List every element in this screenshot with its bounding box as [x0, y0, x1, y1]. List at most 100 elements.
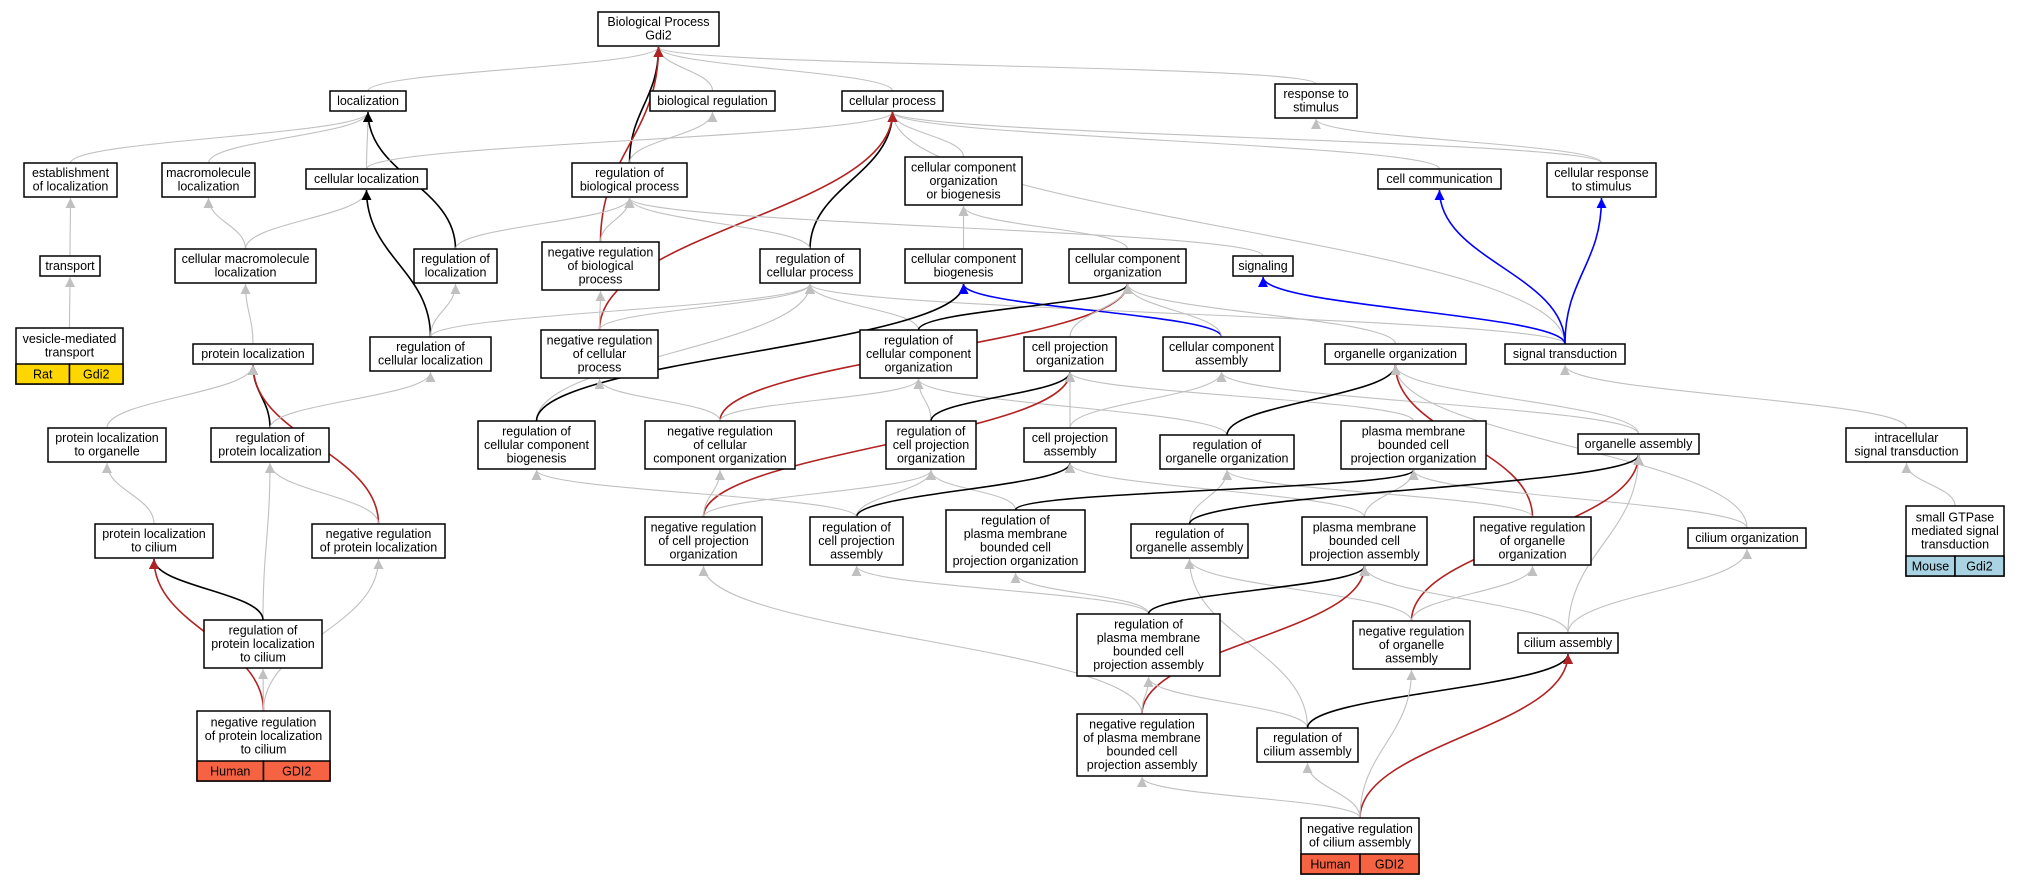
term-node-cp[interactable]: cellular process [841, 90, 944, 112]
term-label-line: Gdi2 [645, 29, 671, 43]
term-label-line: to stimulus [1572, 180, 1632, 194]
term-label-line: cellular response [1554, 166, 1649, 180]
edge-is-a-59 [1065, 371, 1415, 422]
term-label-line: negative regulation [1089, 718, 1195, 732]
term-node-sigtrans[interactable]: signal transduction [1504, 343, 1626, 365]
edge-regulates-47 [1258, 276, 1566, 345]
term-node-transport[interactable]: transport [39, 255, 101, 277]
annotation-label: GDI2 [282, 765, 311, 779]
term-label-line: negative regulation [1359, 624, 1465, 638]
term-box [1076, 613, 1221, 677]
term-node-cellcomm[interactable]: cell communication [1377, 168, 1502, 190]
annotation-label: Gdi2 [1966, 560, 1992, 574]
term-label-line: organization [897, 451, 965, 465]
term-node-cellloc[interactable]: cellular localization [305, 168, 428, 190]
term-label-line: cell projection [1032, 340, 1108, 354]
term-node-bioreg[interactable]: biological regulation [649, 90, 776, 112]
term-box [541, 241, 660, 291]
annotation-cell [1954, 555, 2005, 577]
edge-is-a-87 [531, 469, 858, 518]
edge-is-a-53 [719, 378, 924, 422]
term-box [1352, 620, 1471, 670]
term-label-line: cellular component [484, 438, 589, 452]
term-label-line: signal transduction [1854, 445, 1958, 459]
term-label-line: cilium organization [1695, 531, 1799, 545]
edge-is-a-84 [1901, 462, 1956, 507]
edge-is-a-35 [429, 283, 815, 338]
edge-is-a-73 [926, 469, 1017, 511]
edge-is-a-52 [594, 378, 721, 422]
term-label-line: organization [669, 547, 737, 561]
term-label-line: transport [45, 259, 95, 273]
term-node-protloc[interactable]: protein localization [192, 343, 314, 365]
edge-is-a-25 [624, 197, 811, 250]
term-label-line: bounded cell [1378, 438, 1449, 452]
term-node-loc[interactable]: localization [329, 90, 407, 112]
edge-is-a-80 [1408, 469, 1748, 529]
term-box [39, 255, 101, 277]
term-label-line: organization [884, 360, 952, 374]
edge-is-a-90 [1010, 572, 1150, 615]
term-label-line: projection organization [953, 554, 1079, 568]
edge-part-of-40 [535, 283, 969, 422]
term-node-orgorg[interactable]: organelle organization [1324, 343, 1467, 365]
term-node-orgasm[interactable]: organelle assembly [1577, 433, 1700, 455]
edge-is-a-95 [1359, 565, 1569, 634]
edge-regulates-29 [1434, 189, 1566, 345]
term-box [23, 162, 118, 198]
term-node-signaling[interactable]: signaling [1232, 255, 1294, 277]
edge-negatively-regulates-17 [598, 111, 898, 331]
term-node-ciliumasm[interactable]: cilium assembly [1517, 632, 1619, 654]
term-box [305, 168, 428, 190]
term-node-ciliumorg[interactable]: cilium organization [1687, 527, 1807, 549]
term-label-line: negative regulation [1307, 822, 1413, 836]
term-label-line: bounded cell [1107, 745, 1178, 759]
term-box [841, 90, 944, 112]
term-box [1076, 713, 1208, 777]
